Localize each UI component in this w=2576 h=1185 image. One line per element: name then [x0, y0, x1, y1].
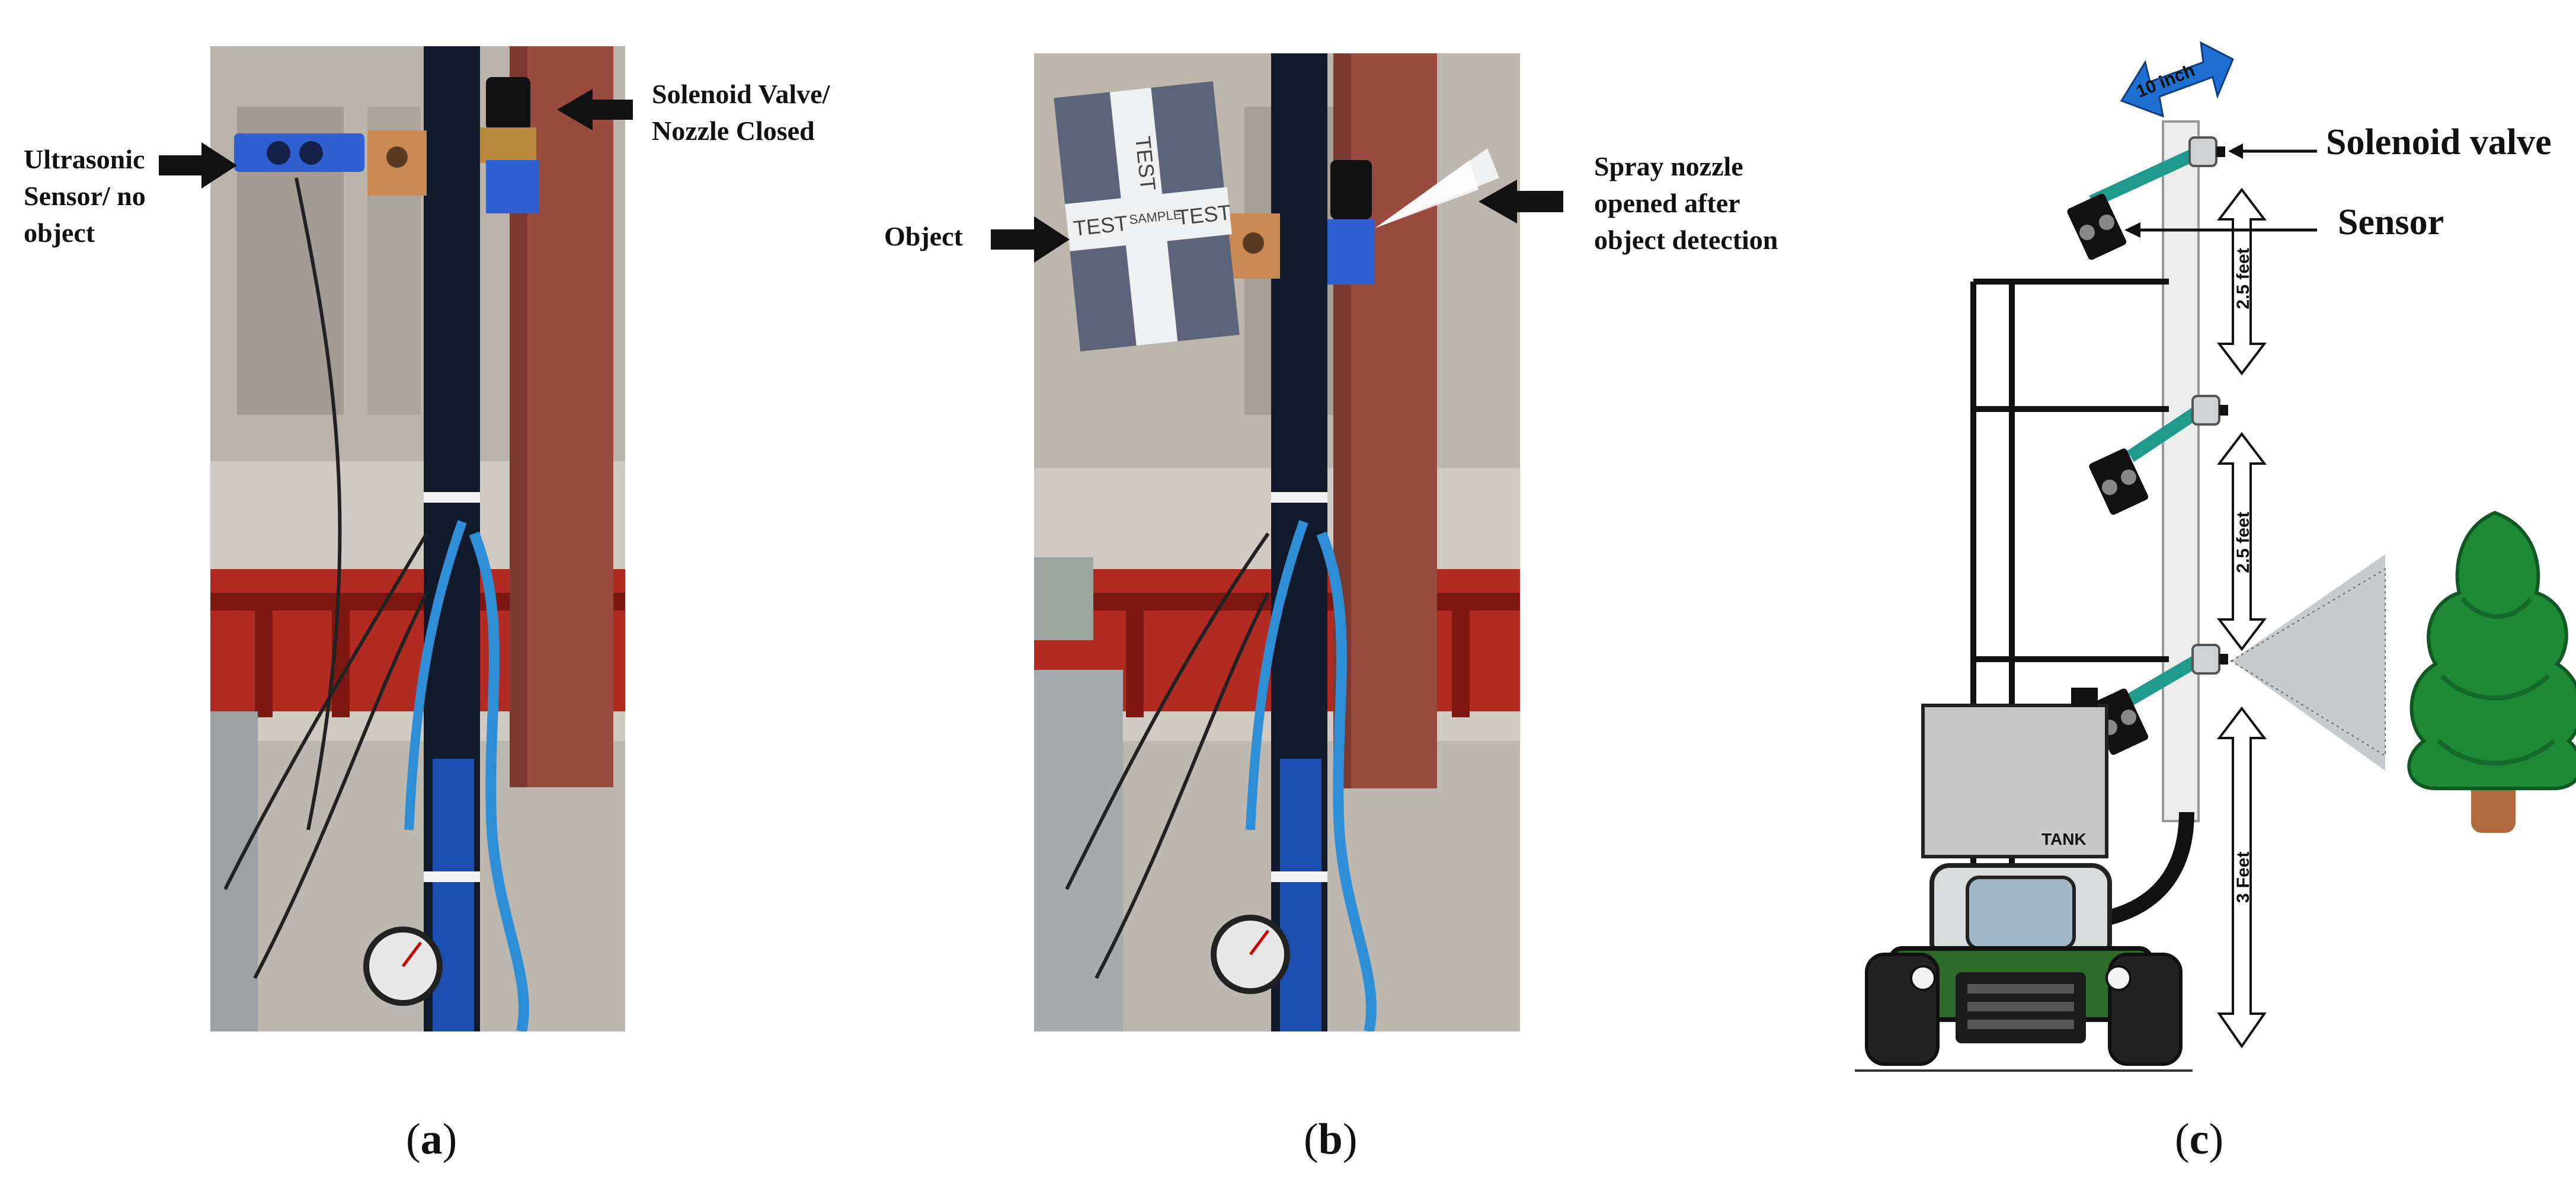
tank-label: TANK	[2041, 830, 2087, 848]
callout-spray-line3: object detection	[1594, 225, 1778, 255]
tank	[1921, 688, 2108, 858]
photo-a-background	[210, 46, 625, 1031]
width-arrow	[2120, 41, 2234, 118]
caption-b-letter: b	[1318, 1115, 1343, 1164]
red-pillar	[510, 46, 613, 787]
spray-mist	[1375, 148, 1499, 228]
red-machinery-b	[1034, 569, 1520, 711]
spray-cone	[2230, 554, 2386, 771]
label-solenoid-valve: Solenoid valve	[2326, 122, 2552, 162]
black-pole-b	[1271, 53, 1327, 1031]
callout-object: Object	[884, 218, 985, 255]
red-machinery	[210, 569, 625, 711]
callout-solenoid-line2: Nozzle Closed	[652, 116, 815, 146]
card-test-1: TEST	[1072, 211, 1129, 241]
callout-solenoid-valve: Solenoid Valve/ Nozzle Closed	[652, 76, 877, 149]
dimension-arrow-1	[2216, 187, 2267, 376]
pressure-gauge	[363, 927, 443, 1006]
arrow-solenoid-pointer	[2228, 143, 2317, 159]
card-test-3: TEST	[1131, 135, 1160, 192]
callout-ultrasonic-line2: Sensor/ no	[24, 181, 146, 211]
height-label: 3 Feet	[2233, 852, 2253, 903]
caption-b: (b)	[1304, 1115, 1358, 1164]
sensor-bracket	[234, 133, 364, 172]
photo-b-background	[1034, 53, 1520, 1031]
callout-spray-line2: opened after	[1594, 188, 1740, 218]
card-test-2: TEST	[1175, 200, 1232, 229]
caption-a: (a)	[406, 1115, 457, 1164]
callout-ultrasonic-line3: object	[24, 218, 95, 248]
nozzle-unit-bottom	[2089, 644, 2228, 755]
dimension-arrow-2	[2216, 432, 2267, 651]
callout-spray-line1: Spray nozzle	[1594, 151, 1743, 181]
caption-c-letter: c	[2189, 1115, 2209, 1164]
nozzle-unit-middle	[2089, 395, 2228, 515]
arrow-object	[991, 216, 1070, 263]
black-pole	[424, 46, 480, 1031]
spacing-label-2: 2.5 feet	[2233, 512, 2253, 573]
tree-icon	[2407, 510, 2576, 833]
tractor-icon	[1865, 863, 2183, 1066]
dimension-arrow-3	[2216, 706, 2267, 1049]
spray-mast	[2162, 120, 2200, 822]
test-object-card	[1054, 81, 1240, 352]
boom-frame	[1970, 279, 2169, 865]
callout-solenoid-line1: Solenoid Valve/	[652, 79, 830, 109]
callout-ultrasonic-sensor: Ultrasonic Sensor/ no object	[24, 141, 160, 251]
arrow-ultrasonic-sensor	[159, 142, 237, 189]
spacing-label-1: 2.5 feet	[2233, 248, 2253, 309]
arrow-sensor-pointer	[2124, 222, 2317, 238]
card-test-4: SAMPLE	[1128, 207, 1182, 227]
nozzle-unit-top	[2067, 136, 2225, 260]
callout-object-text: Object	[884, 221, 963, 251]
arrow-solenoid-valve	[557, 89, 633, 130]
red-pillar-b	[1333, 53, 1437, 788]
arrow-spray-nozzle	[1479, 180, 1563, 223]
caption-c: (c)	[2175, 1115, 2224, 1164]
callout-spray-nozzle: Spray nozzle opened after object detecti…	[1594, 148, 1843, 258]
label-sensor: Sensor	[2338, 202, 2444, 242]
callout-ultrasonic-line1: Ultrasonic	[24, 144, 145, 174]
caption-a-letter: a	[420, 1115, 443, 1164]
width-label: 10 inch	[2133, 60, 2197, 101]
solenoid-valve-photo	[486, 77, 530, 130]
